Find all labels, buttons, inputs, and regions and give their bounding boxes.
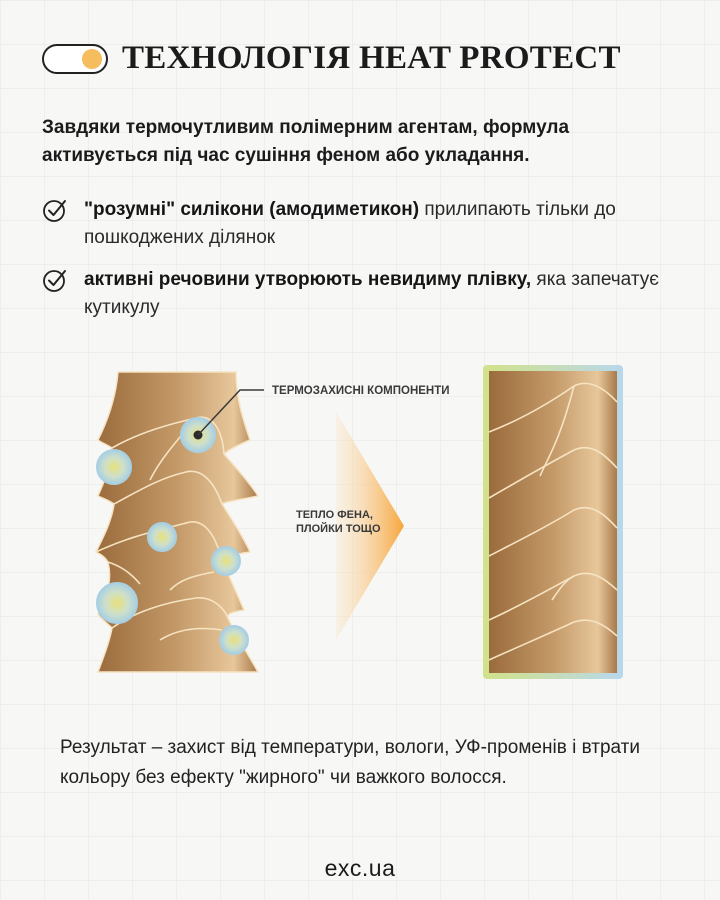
intro-text: Завдяки термочутливим полімерним агентам… [42, 117, 570, 166]
toggle-switch-icon [42, 43, 108, 74]
footer-site[interactable]: exc.ua [324, 855, 396, 881]
benefit-text: активні речовини утворюють невидиму плів… [84, 266, 682, 322]
check-circle-icon [43, 270, 66, 292]
benefit-rest: прилипають тільки до пошкоджених ділянок [84, 199, 616, 248]
protected-hair-shaft [483, 365, 623, 679]
check-circle-icon [43, 200, 66, 222]
result-text: Результат – захист від температури, воло… [60, 737, 640, 788]
arrow-label-line1: ТЕПЛО ФЕНА, [296, 509, 373, 521]
benefit-rest: яка запечатує кутикулу [84, 269, 659, 318]
toggle-knob [82, 48, 102, 69]
callout-line [197, 389, 264, 436]
benefit-bold: "розумні" силікони (амодиметикон) [84, 199, 420, 220]
benefit-text: "розумні" силікони (амодиметикон) прилип… [84, 196, 682, 252]
header: ТЕХНОЛОГІЯ HEAT PROTECT [42, 40, 621, 77]
benefit-item: активні речовини утворюють невидиму плів… [42, 266, 682, 322]
heat-arrow [336, 412, 404, 640]
page-title: ТЕХНОЛОГІЯ HEAT PROTECT [122, 40, 621, 76]
arrow-label-line2: ПЛОЙКИ ТОЩО [296, 522, 381, 535]
benefit-bold: активні речовини утворюють невидиму плів… [84, 269, 532, 290]
callout-label: ТЕРМОЗАХИСНІ КОМПОНЕНТИ [272, 385, 450, 397]
hair-illustration: ТЕРМОЗАХИСНІ КОМПОНЕНТИ ТЕПЛО ФЕНА, ПЛОЙ… [94, 365, 623, 679]
benefit-item: "розумні" силікони (амодиметикон) прилип… [42, 196, 682, 252]
